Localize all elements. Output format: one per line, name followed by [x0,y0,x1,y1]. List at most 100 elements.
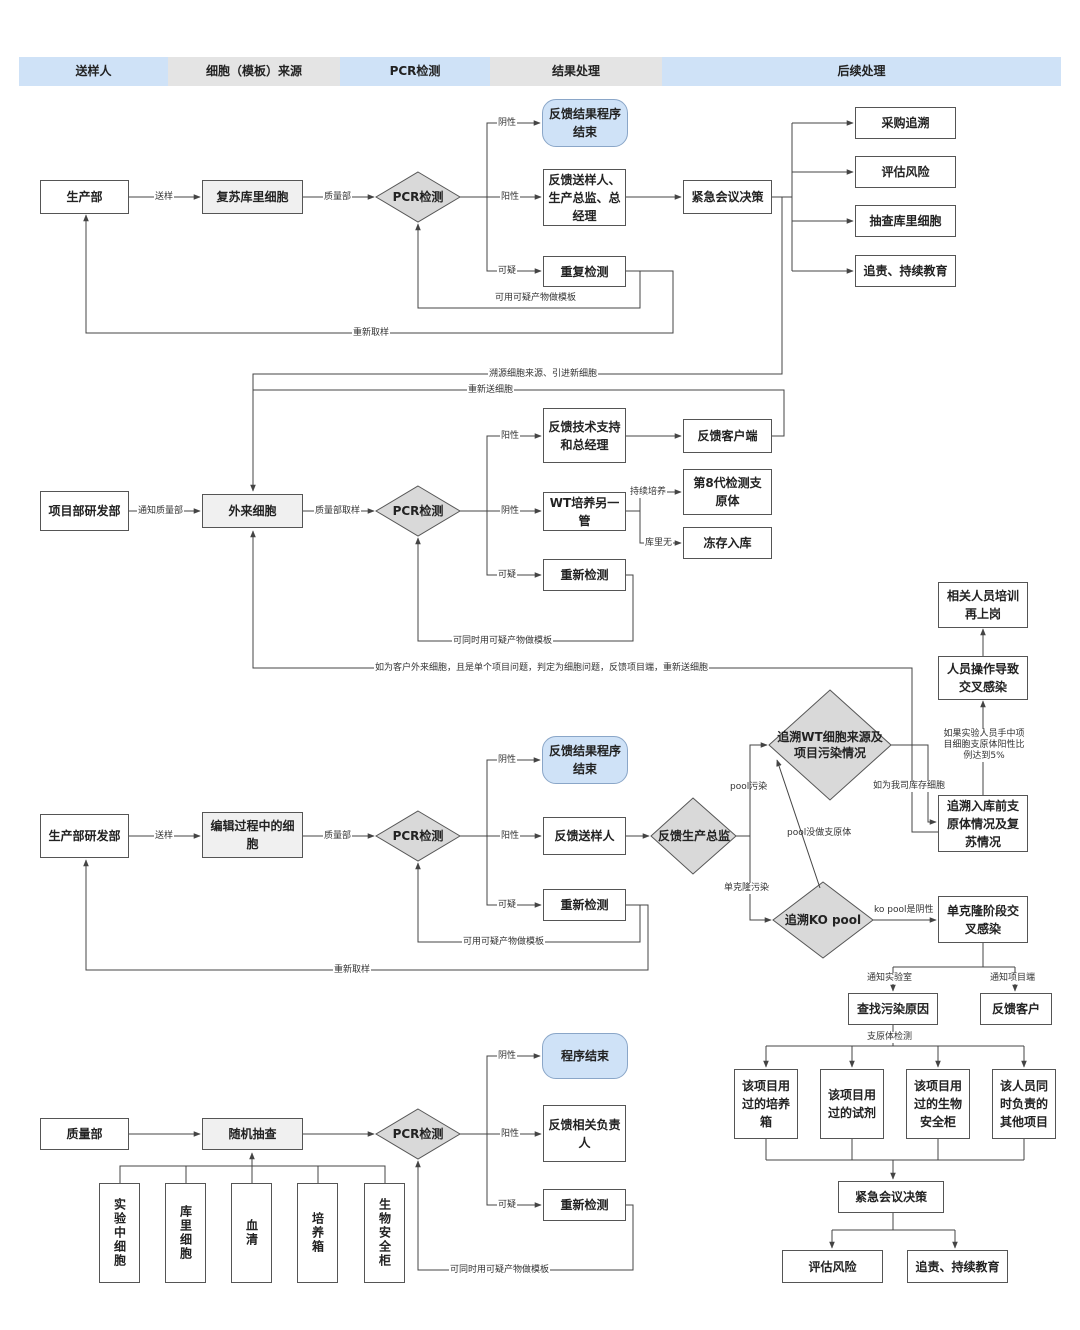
s4-source-lab-cells: 实验中细胞 [99,1183,140,1283]
s2-label-suspicious: 可疑 [497,570,518,581]
s3-director-diamond: 反馈生产总监 [657,829,730,843]
s2-label-notify-qa: 通知质量部 [137,506,185,517]
s3-label-stock-cells: 如为我司库存细胞 [872,781,947,792]
s3-source-node: 编辑过程中的细胞 [202,812,303,858]
s4-source-cabinet: 生物安全柜 [364,1183,405,1283]
s2-label-negative: 阴性 [500,506,521,517]
s3-feedback-client-node: 反馈客户 [980,993,1052,1025]
s4-source-cabinet-text: 生物安全柜 [377,1198,392,1268]
s1-label-negative: 阴性 [497,118,518,129]
s3-label-send: 送样 [154,831,175,842]
s3-meeting-node: 紧急会议决策 [838,1181,944,1213]
s2-label-template: 可同时用可疑产物做模板 [452,636,554,647]
s1-negative-end-node: 反馈结果程序结束 [542,99,628,147]
s4-sender-node: 质量部 [40,1118,129,1150]
s2-recheck-node: 重新检测 [543,559,626,591]
header-result: 结果处理 [551,64,600,78]
s3-trace-stock-node: 追溯入库前支原体情况及复苏情况 [938,795,1028,852]
header-pcr: PCR检测 [389,64,441,78]
s3-label-notify-lab: 通知实验室 [866,973,914,984]
s1-positive-feedback-node: 反馈送样人、生产总监、总经理 [543,169,626,226]
s1-source-node: 复苏库里细胞 [202,180,303,214]
s4-source-incubator: 培养箱 [297,1183,338,1283]
s3-pcr-diamond: PCR检测 [392,829,444,843]
s1-action-purchase-trace: 采购追溯 [855,107,956,139]
s4-source-serum-text: 血清 [244,1219,259,1247]
s3-item-other-projects: 该人员同时负责的其他项目 [992,1069,1056,1139]
s2-pcr-diamond: PCR检测 [392,504,444,518]
s3-accountability-node: 追责、持续教育 [907,1250,1008,1283]
s3-label-suspicious: 可疑 [497,900,518,911]
s3-item-incubator: 该项目用过的培养箱 [734,1069,798,1139]
s1-action-risk: 评估风险 [855,156,956,188]
s3-training-node: 相关人员培训再上岗 [938,582,1028,628]
s4-label-negative: 阴性 [497,1051,518,1062]
s4-check-node: 随机抽查 [202,1118,303,1150]
s2-label-none-in-stock: 库里无 [644,538,674,549]
s2-positive-feedback-node: 反馈技术支持和总经理 [543,408,626,463]
s3-positive-feedback-node: 反馈送样人 [543,817,626,855]
s1-action-check-stock: 抽查库里细胞 [855,205,956,237]
s1-label-suspicious: 可疑 [497,266,518,277]
s4-source-incubator-text: 培养箱 [310,1212,325,1254]
header-sender: 送样人 [75,64,112,78]
s2-label-qa-sample: 质量部取样 [314,506,362,517]
s1-label-template: 可用可疑产物做模板 [494,293,578,304]
s3-label-qa: 质量部 [323,831,353,842]
header-source: 细胞（模板）来源 [205,64,302,78]
s3-trace-ko-diamond: 追溯KO pool [784,913,862,927]
s3-mono-cross-node: 单克隆阶段交叉感染 [938,896,1028,943]
s3-label-template: 可用可疑产物做模板 [462,937,546,948]
s3-cross-infection-node: 人员操作导致交叉感染 [938,656,1028,700]
s2-sender-node: 项目部研发部 [40,491,129,531]
s1-action-accountability: 追责、持续教育 [855,255,956,287]
s3-item-cabinet: 该项目用过的生物安全柜 [906,1069,970,1139]
s1-meeting-node: 紧急会议决策 [683,180,772,214]
s2-label-positive: 阳性 [500,431,521,442]
s2-gen8-node: 第8代检测支原体 [683,469,772,515]
s3-label-negative: 阴性 [497,755,518,766]
s3-label-ratio: 如果实验人员手中项目细胞支原体阳性比例达到5% [940,729,1028,762]
s4-recheck-node: 重新检测 [543,1189,626,1221]
s4-label-positive: 阳性 [500,1129,521,1140]
s4-positive-feedback-node: 反馈相关负责人 [543,1105,626,1162]
s3-sender-node: 生产部研发部 [40,814,129,858]
s2-label-outside-cells: 如为客户外来细胞，且是单个项目问题，判定为细胞问题，反馈项目端，重新送细胞 [374,663,710,674]
s4-source-lab-cells-text: 实验中细胞 [112,1198,127,1268]
s4-source-serum: 血清 [231,1183,272,1283]
s3-label-positive: 阳性 [500,831,521,842]
s4-pcr-diamond: PCR检测 [392,1127,444,1141]
header-followup: 后续处理 [837,64,886,78]
s3-recheck-node: 重新检测 [543,889,626,921]
s1-label-send: 送样 [154,192,175,203]
s1-sender-node: 生产部 [40,180,129,214]
s1-pcr-diamond: PCR检测 [392,190,444,204]
s4-source-stock-cells: 库里细胞 [165,1183,206,1283]
s4-source-stock-cells-text: 库里细胞 [178,1205,193,1261]
s3-label-pool-no-myco: pool没做支原体 [787,828,852,838]
s2-client-node: 反馈客户端 [683,419,772,453]
s3-risk-node: 评估风险 [782,1250,883,1283]
s3-label-pool-contamination: pool污染 [730,782,768,792]
s1-label-qa: 质量部 [323,192,353,203]
s4-label-suspicious: 可疑 [497,1200,518,1211]
s1-label-positive: 阳性 [500,192,521,203]
s3-find-cause-node: 查找污染原因 [848,993,938,1025]
s3-label-resample: 重新取样 [333,965,372,976]
s3-label-notify-project: 通知项目端 [989,973,1037,984]
s3-label-mono-contamination: 单克隆污染 [723,883,771,894]
s3-label-myco-test: 支原体检测 [866,1032,914,1043]
s3-negative-end-node: 反馈结果程序结束 [542,736,628,784]
s3-trace-wt-diamond: 追溯WT细胞来源及项目污染情况 [777,730,883,760]
s4-negative-end-node: 程序结束 [542,1033,628,1079]
s2-label-resend: 重新送细胞 [467,385,515,396]
s4-label-template: 可同时用可疑产物做模板 [449,1265,551,1276]
s2-label-trace-source: 溯源细胞来源、引进新细胞 [488,369,599,380]
s1-recheck-node: 重复检测 [543,256,626,287]
s2-label-continue-culture: 持续培养 [629,487,668,498]
s1-label-resample: 重新取样 [352,328,391,339]
s2-wt-culture-node: WT培养另一管 [543,492,626,531]
s3-label-ko-negative: ko pool是阴性 [873,905,935,916]
s2-source-node: 外来细胞 [202,494,303,528]
